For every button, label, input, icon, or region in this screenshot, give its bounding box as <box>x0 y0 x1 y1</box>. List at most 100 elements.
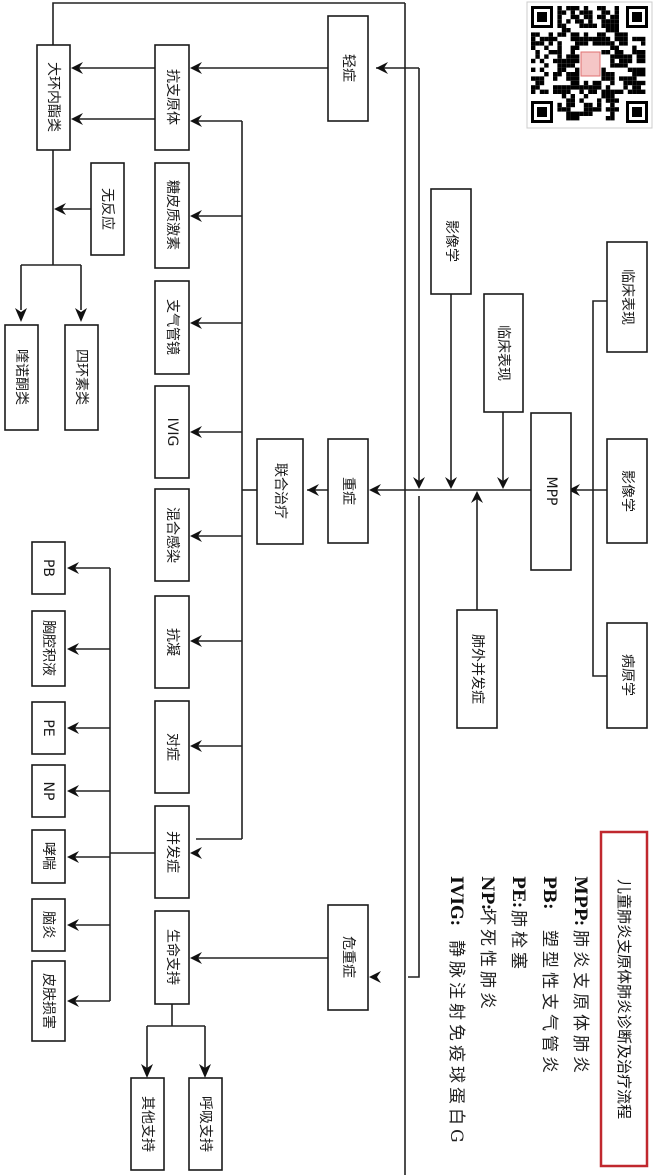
arrow-to-tetracyclines <box>75 308 87 322</box>
svg-text:PB: PB <box>40 559 56 577</box>
qr-module <box>636 54 641 59</box>
qr-module <box>627 67 633 72</box>
arrow-to-mixed <box>190 530 202 542</box>
qr-module <box>601 50 606 55</box>
node-life-support[interactable]: 生命支持 <box>154 910 190 1005</box>
qr-module <box>614 14 619 20</box>
legend-item-pe: PE: 肺栓塞 <box>508 876 528 973</box>
qr-module <box>641 54 646 59</box>
node-glucocorticoid[interactable]: 糖皮质激素 <box>154 162 190 269</box>
qr-module <box>636 36 641 42</box>
qr-center-stamp <box>580 51 601 77</box>
qr-module <box>623 80 628 86</box>
qr-module <box>557 10 562 15</box>
svg-text:糖皮质激素: 糖皮质激素 <box>164 180 181 250</box>
qr-module <box>605 10 611 15</box>
node-in-clinical[interactable]: 临床表现 <box>483 293 524 413</box>
node-encephalitis[interactable]: 脑炎 <box>31 898 66 952</box>
node-pe[interactable]: PE <box>31 701 66 755</box>
node-critical[interactable]: 危重症 <box>327 904 369 1011</box>
qr-module <box>553 36 558 42</box>
qr-module <box>588 85 593 90</box>
qr-module <box>583 14 589 20</box>
node-diag-pathogen[interactable]: 病原学 <box>606 622 648 729</box>
node-bronchoscopy[interactable]: 支气管镜 <box>154 280 190 375</box>
node-pleural-effusion[interactable]: 胸腔积液 <box>31 610 66 687</box>
node-skin-damage[interactable]: 皮肤损害 <box>31 960 66 1042</box>
qr-module <box>610 94 615 99</box>
qr-module <box>583 23 589 28</box>
arrow-to-complications <box>190 847 202 859</box>
qr-module <box>583 32 589 37</box>
diagram-title: 儿童肺炎支原体肺炎诊断及治疗流程 <box>615 879 633 1119</box>
qr-module <box>605 50 611 55</box>
node-severe[interactable]: 重症 <box>327 438 369 544</box>
qr-module <box>531 89 536 94</box>
qr-module <box>579 36 584 42</box>
qr-module <box>610 41 615 46</box>
qr-module <box>575 6 580 11</box>
qr-module <box>592 85 597 90</box>
node-symptomatic[interactable]: 对症 <box>154 700 190 794</box>
qr-module <box>614 54 619 59</box>
node-extrapulmonary[interactable]: 肺外并发症 <box>456 609 498 729</box>
arrow-to-np <box>67 785 79 797</box>
node-diag-imaging[interactable]: 影像学 <box>606 438 648 544</box>
node-quinolones[interactable]: 喹诺酮类 <box>4 324 39 431</box>
node-diag-clinical[interactable]: 临床表现 <box>606 241 648 353</box>
svg-text:联合治疗: 联合治疗 <box>272 463 288 519</box>
qr-module <box>539 76 545 81</box>
qr-module <box>548 36 553 42</box>
node-ivig[interactable]: IVIG <box>154 385 190 479</box>
qr-module <box>544 36 549 42</box>
qr-module <box>531 41 536 46</box>
svg-text:IVIG: IVIG <box>164 418 180 447</box>
node-combined-therapy[interactable]: 联合治疗 <box>256 438 304 545</box>
node-asthma[interactable]: 哮喘 <box>31 829 66 884</box>
node-macrolides[interactable]: 大环内酯类 <box>36 44 71 151</box>
arrow-to-ivig <box>190 426 202 438</box>
node-anti-mp[interactable]: 抗支原体 <box>154 44 190 151</box>
node-np[interactable]: NP <box>31 764 66 818</box>
node-mild[interactable]: 轻症 <box>327 15 369 122</box>
node-pb[interactable]: PB <box>31 541 66 595</box>
node-anticoagulation[interactable]: 抗凝 <box>154 595 190 689</box>
qr-module <box>557 58 562 64</box>
qr-module <box>623 76 628 81</box>
qr-module <box>566 6 571 11</box>
qr-module <box>588 107 593 112</box>
qr-module <box>592 89 597 94</box>
qr-module <box>610 80 615 86</box>
qr-module <box>641 67 646 72</box>
qr-code <box>526 1 653 129</box>
qr-module <box>623 63 628 68</box>
qr-module <box>601 19 606 24</box>
legend-key: IVIG: <box>446 876 466 926</box>
node-tetracyclines[interactable]: 四环素类 <box>64 324 99 431</box>
node-complications[interactable]: 并发症 <box>154 805 190 899</box>
node-mpp[interactable]: MPP <box>530 412 572 571</box>
qr-module <box>632 67 637 72</box>
arrow-to-mild <box>376 62 388 74</box>
arrow-to-glucocorticoid <box>190 210 202 222</box>
qr-module <box>601 14 606 20</box>
qr-module <box>570 85 575 90</box>
node-respiratory-support[interactable]: 呼吸支持 <box>188 1077 223 1171</box>
qr-module <box>570 10 575 15</box>
qr-module <box>539 89 545 94</box>
arrow-to-encephalitis <box>67 919 79 931</box>
node-in-imaging[interactable]: 影像学 <box>430 188 472 295</box>
qr-module <box>575 80 580 86</box>
qr-module <box>605 36 611 42</box>
node-other-support[interactable]: 其他支持 <box>130 1077 165 1171</box>
svg-text:NP: NP <box>40 782 56 801</box>
qr-module <box>597 41 602 46</box>
arrow-to-macrolides-2 <box>71 113 83 125</box>
node-no-response[interactable]: 无反应 <box>90 162 125 256</box>
svg-text:皮肤损害: 皮肤损害 <box>40 973 56 1029</box>
qr-module <box>575 32 580 37</box>
qr-module <box>641 80 646 86</box>
qr-module <box>544 63 549 68</box>
qr-module <box>561 23 567 28</box>
node-mixed-infection[interactable]: 混合感染 <box>154 488 190 582</box>
